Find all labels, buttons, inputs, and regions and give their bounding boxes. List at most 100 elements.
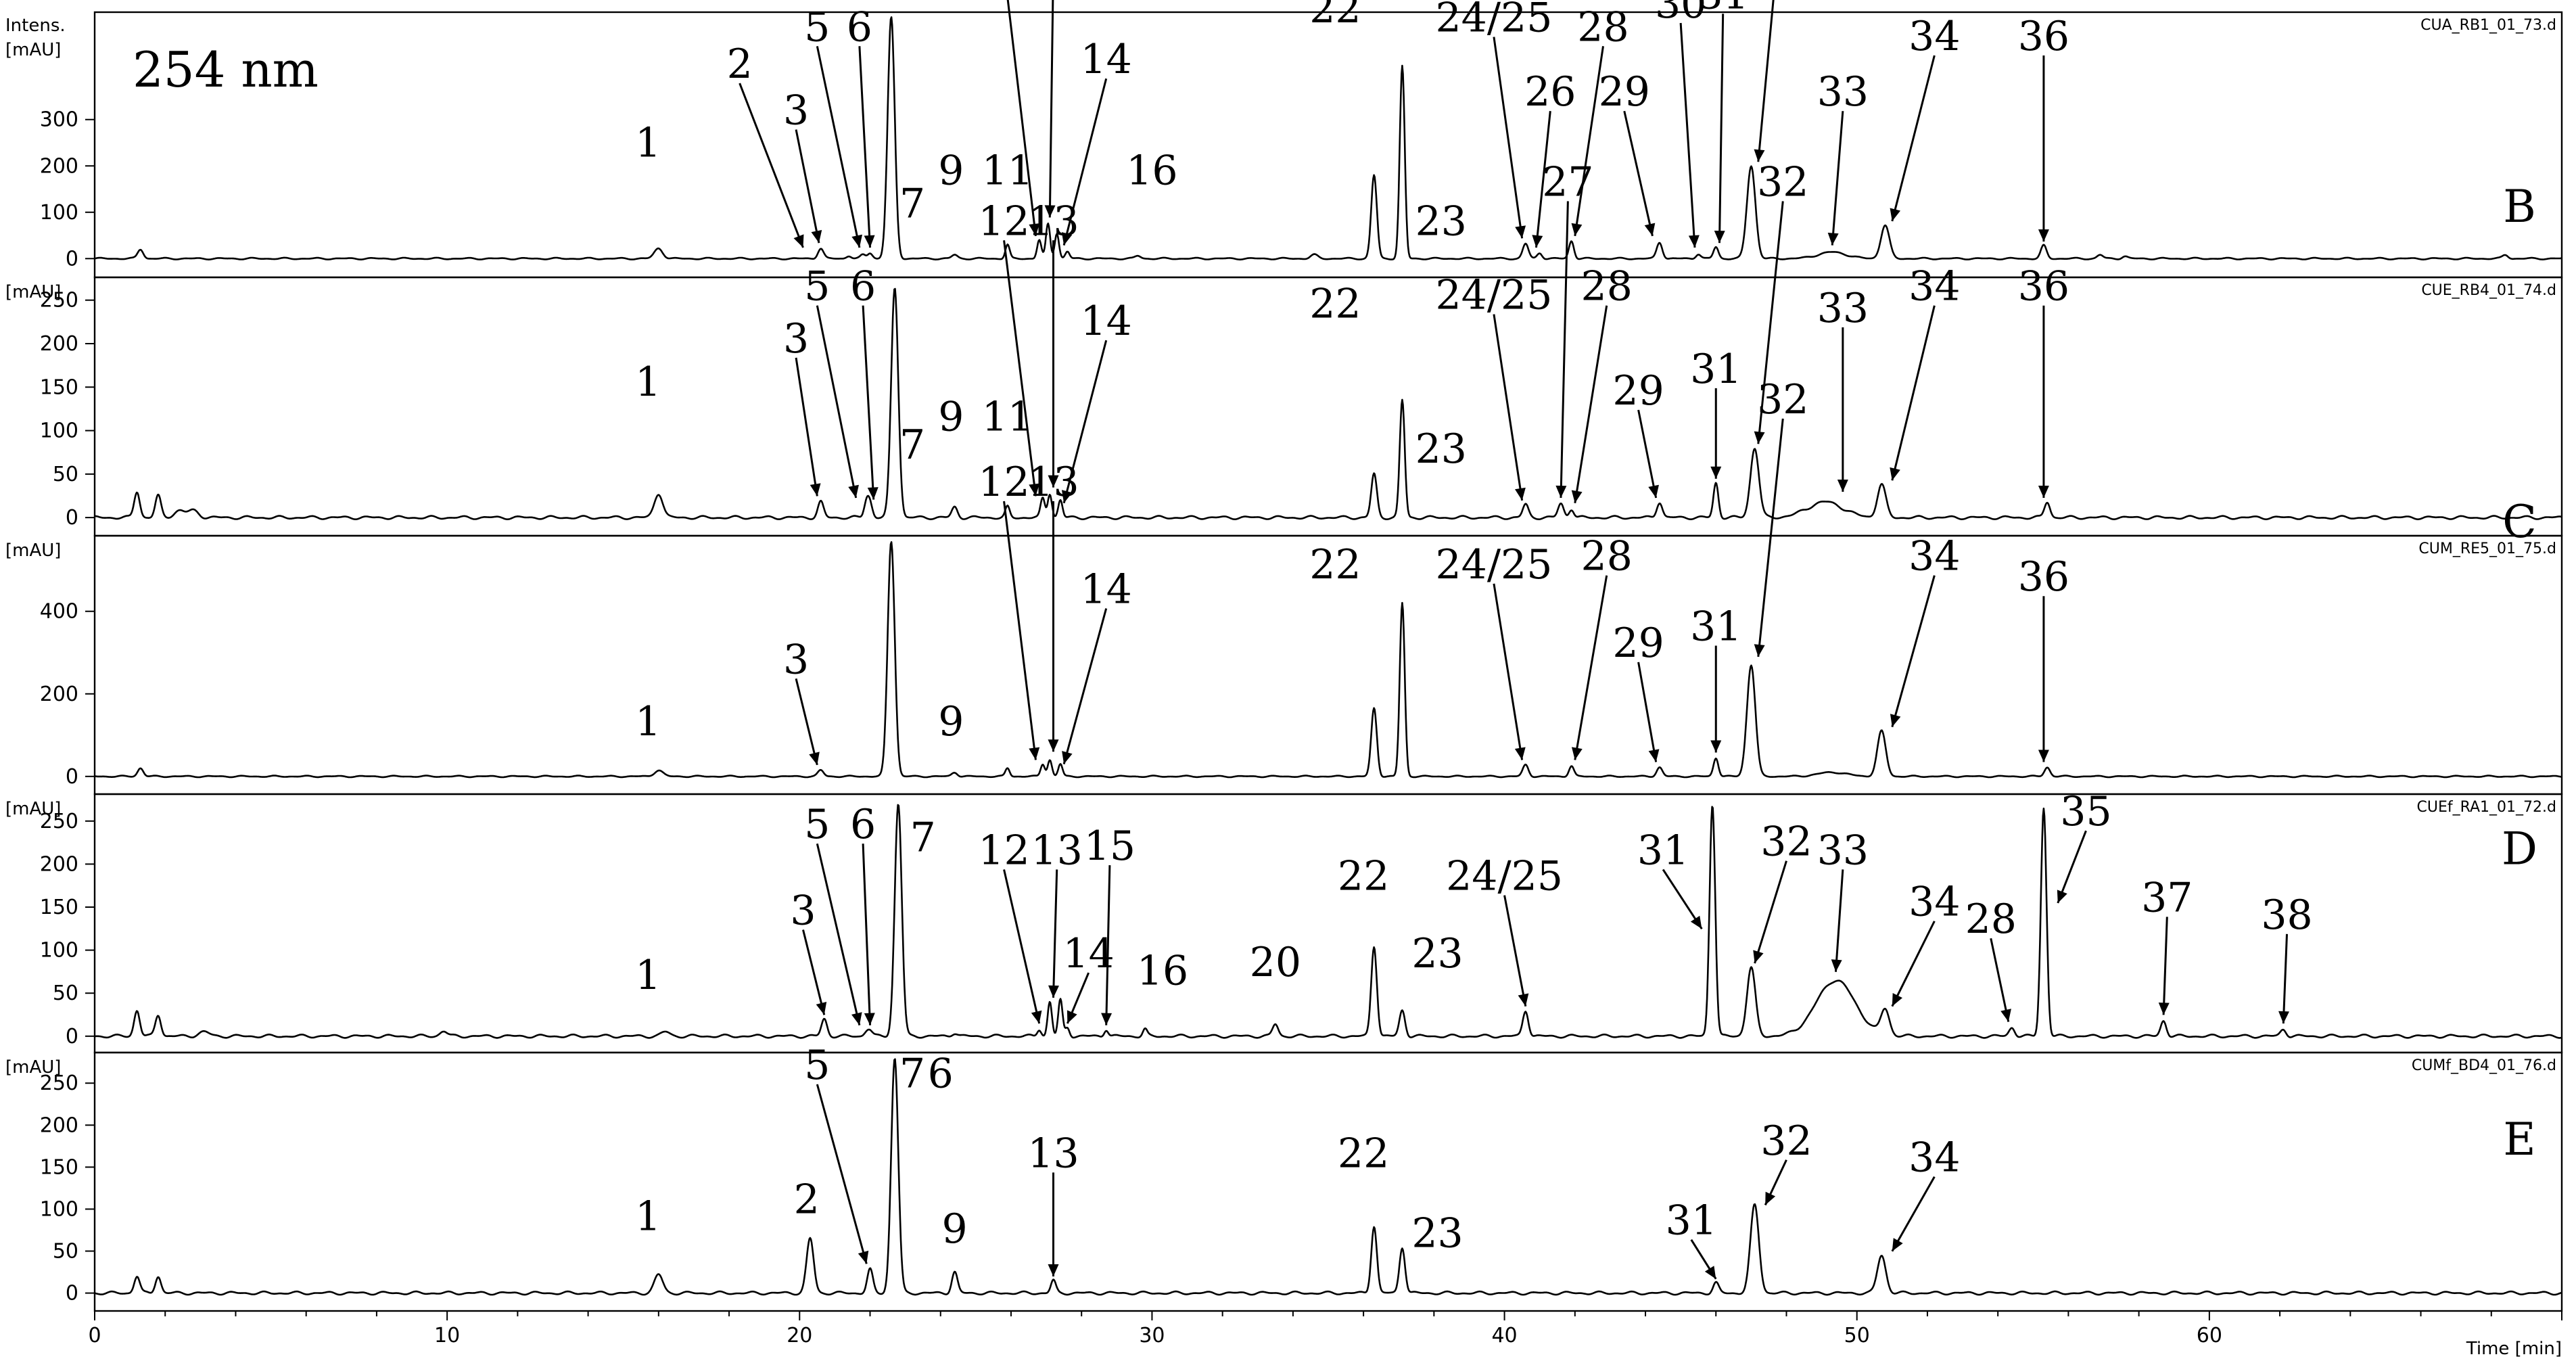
y-tick-label: 250 xyxy=(40,810,78,833)
chromatogram-trace xyxy=(94,16,2562,260)
peak-label: 6 xyxy=(928,1050,954,1097)
arrow-head xyxy=(1571,490,1583,503)
arrow-shaft xyxy=(816,1084,868,1264)
arrow-shaft xyxy=(1891,921,1936,1007)
arrow-head xyxy=(1048,475,1059,488)
arrow-shaft xyxy=(1623,110,1654,237)
peak-label: 15 xyxy=(1084,823,1135,870)
peak-arrow xyxy=(2278,933,2289,1024)
peak-label: 14 xyxy=(1081,36,1132,83)
y-tick-label: 250 xyxy=(40,289,78,313)
peak-label: 23 xyxy=(1411,930,1463,977)
arrow-shaft xyxy=(816,305,858,499)
arrow-head xyxy=(1101,1013,1113,1025)
arrow-head xyxy=(793,234,804,248)
peak-label: 28 xyxy=(1581,533,1633,580)
arrow-head xyxy=(1515,225,1526,239)
panel-letter: C xyxy=(2502,496,2537,548)
arrow-head xyxy=(1571,747,1583,760)
arrow-head xyxy=(1648,484,1659,498)
peak-label: 22 xyxy=(1309,280,1361,327)
peak-label: 7 xyxy=(899,181,925,228)
arrow-shaft xyxy=(1637,409,1658,499)
peak-label: 32 xyxy=(1760,1117,1812,1165)
peak-label: 32 xyxy=(1757,158,1808,206)
arrow-shaft xyxy=(1718,14,1725,244)
peak-arrow xyxy=(1493,314,1526,501)
arrow-head xyxy=(1048,1264,1059,1276)
peak-label: 33 xyxy=(1817,285,1869,332)
peak-arrow xyxy=(1890,575,1936,728)
peak-label: 24/25 xyxy=(1435,0,1552,42)
arrow-shaft xyxy=(1637,662,1658,762)
peak-label: 34 xyxy=(1908,879,1960,926)
peak-label: 34 xyxy=(1908,533,1960,580)
peak-arrow xyxy=(816,45,863,248)
peak-label: 35 xyxy=(2060,788,2111,835)
file-name: CUMf_BD4_01_76.d xyxy=(2412,1057,2556,1074)
arrow-shaft xyxy=(1052,869,1058,998)
arrow-shaft xyxy=(1503,895,1527,1007)
panel-a: 0100200300CUA_RB1_01_73.d123567911121314… xyxy=(40,0,2563,279)
y-tick-label: 200 xyxy=(40,683,78,706)
y-tick-label: 100 xyxy=(40,419,78,443)
peak-arrow xyxy=(1990,938,2011,1022)
arrow-shaft xyxy=(1891,305,1936,481)
peak-label: 36 xyxy=(2018,263,2069,310)
arrow-head xyxy=(810,483,821,497)
peak-label: 14 xyxy=(1062,930,1114,977)
arrow-head xyxy=(1892,1238,1903,1251)
x-axis-label: Time [min] xyxy=(2466,1339,2562,1359)
y-tick-label: 200 xyxy=(40,1113,78,1137)
peak-arrow xyxy=(1048,1172,1059,1276)
peak-label: 22 xyxy=(1338,1130,1389,1177)
arrow-shaft xyxy=(1062,78,1108,246)
arrow-head xyxy=(1754,149,1765,162)
peak-label: 14 xyxy=(1081,566,1132,614)
y-tick-label: 100 xyxy=(40,201,78,225)
arrow-head xyxy=(1690,915,1702,929)
peak-label: 13 xyxy=(1031,827,1083,874)
peak-arrow xyxy=(1061,340,1108,504)
panel-frame xyxy=(93,793,2563,1054)
arrow-head xyxy=(1029,483,1040,497)
peak-label: 34 xyxy=(1908,13,1960,60)
peak-label: 14 xyxy=(1081,298,1132,345)
arrow-head xyxy=(1754,644,1765,657)
arrow-shaft xyxy=(862,305,875,500)
arrow-head xyxy=(1753,950,1764,964)
arrow-head xyxy=(2057,890,2067,904)
y-tick-label: 200 xyxy=(40,852,78,876)
peak-label: 7 xyxy=(910,814,936,861)
y-tick-label: 50 xyxy=(53,982,78,1005)
peak-label: 12 xyxy=(978,198,1029,245)
arrow-head xyxy=(1555,485,1567,498)
peak-arrow xyxy=(858,46,875,248)
peak-label: 13 xyxy=(1027,1130,1079,1177)
arrow-shaft xyxy=(1493,583,1524,760)
arrow-head xyxy=(848,484,859,498)
peak-label: 1 xyxy=(635,120,661,167)
peak-label: 13 xyxy=(1027,198,1079,245)
peak-arrow xyxy=(2038,305,2049,498)
peak-label: 1 xyxy=(635,359,661,406)
peak-arrow xyxy=(1837,327,1848,492)
panel-letter: B xyxy=(2503,181,2536,233)
peak-label: 34 xyxy=(1908,1134,1960,1182)
peak-arrow xyxy=(1493,583,1526,760)
peak-label: 7 xyxy=(899,421,925,469)
y-unit-label: [mAU] xyxy=(5,540,61,561)
arrow-head xyxy=(1890,208,1901,221)
peak-arrow xyxy=(1048,869,1060,998)
peak-label: 23 xyxy=(1411,1209,1463,1257)
arrow-shaft xyxy=(1003,501,1037,760)
peak-label: 3 xyxy=(783,636,809,683)
arrow-shaft xyxy=(1062,340,1108,504)
x-tick-label: 50 xyxy=(1844,1324,1870,1347)
arrow-head xyxy=(1714,231,1725,244)
arrow-shaft xyxy=(862,844,872,1025)
arrow-head xyxy=(1029,747,1040,760)
arrow-shaft xyxy=(816,45,861,248)
